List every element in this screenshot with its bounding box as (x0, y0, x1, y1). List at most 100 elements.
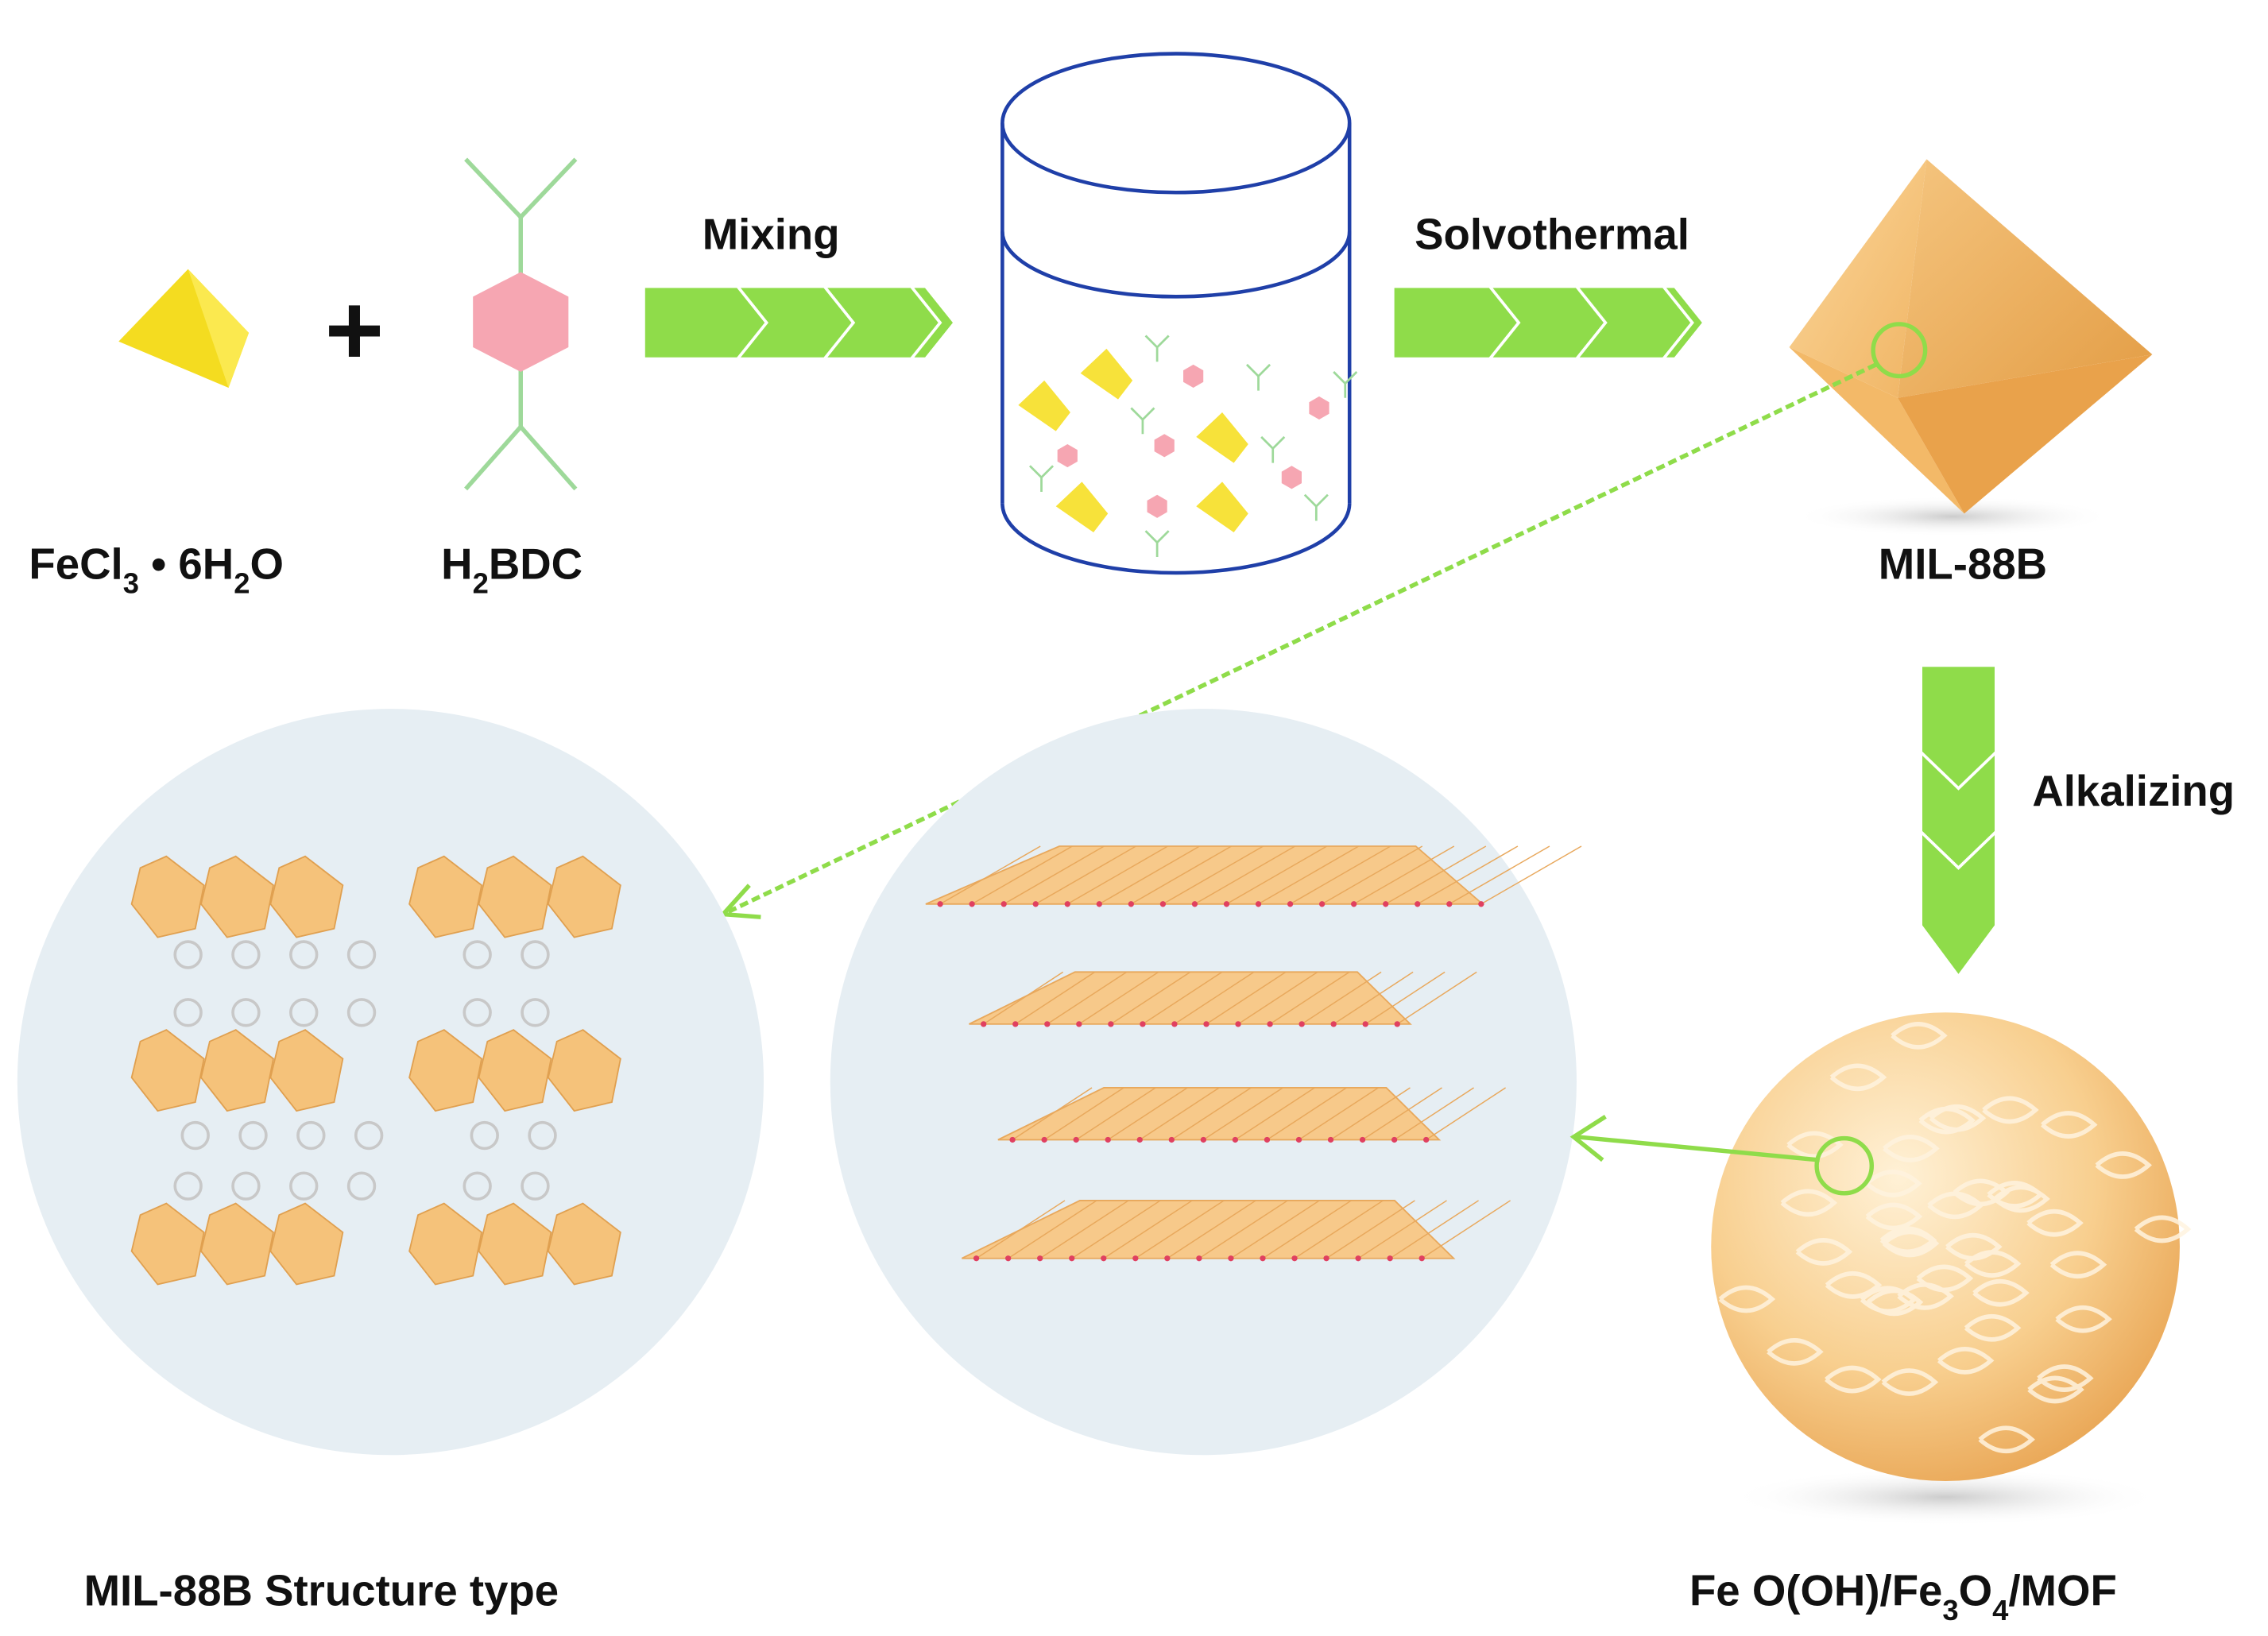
nanosheet-petal (1866, 1288, 1924, 1317)
alkalizing-arrow (1919, 663, 1998, 979)
sheet-edge (1333, 971, 1414, 1025)
sheet-edge (1357, 1200, 1447, 1259)
oxygen-atom (937, 901, 943, 907)
sheet-edge (1330, 1087, 1411, 1141)
sheet-edge (1194, 845, 1295, 905)
sheet-edge (1480, 845, 1582, 905)
oxygen-atom (1323, 1255, 1329, 1262)
oxygen-atom (1096, 901, 1102, 907)
sheet-edge (1353, 845, 1455, 905)
oxygen-atom (1076, 1021, 1082, 1027)
oxygen-atom (1383, 901, 1389, 907)
hydroxide-sheet (969, 971, 1412, 1025)
benzene-ring (463, 1171, 492, 1201)
nanosheet-petal (2041, 1111, 2098, 1139)
oxygen-atom (1128, 901, 1134, 907)
oxygen-atom (1478, 901, 1484, 907)
sheet-edge (939, 845, 1041, 905)
benzene-ring (231, 1171, 261, 1201)
hexagon-icon (1309, 396, 1329, 420)
sheet-edge (983, 971, 1064, 1025)
tetrahedron-icon (1055, 482, 1109, 533)
sheet-edge (1075, 1087, 1156, 1141)
linker-icon (1303, 493, 1329, 521)
nanosheet-petal (1964, 1314, 2022, 1342)
tetrahedron-icon (1196, 482, 1248, 533)
linker-icon (1333, 371, 1358, 398)
nanosheet-petal (1978, 1425, 2035, 1453)
sheet-edge (1396, 971, 1477, 1025)
nanosheet-petal (1972, 1279, 2030, 1307)
h2bdc-label: H2BDC (441, 540, 582, 599)
oxygen-atom (969, 901, 975, 907)
nanosheet-petal (1767, 1338, 1824, 1366)
oxygen-atom (1330, 1021, 1337, 1027)
sheet-edge (1167, 1200, 1256, 1259)
oxygen-atom (1159, 901, 1167, 907)
sheet-edge (1198, 1200, 1288, 1259)
sheet-edge (1206, 971, 1287, 1025)
benzene-ring (346, 940, 377, 969)
sheet-edge (976, 1200, 1066, 1259)
oxygen-atom (1196, 1255, 1202, 1262)
oxygen-atom (1415, 901, 1421, 907)
nanosheet-petal (1883, 1135, 1940, 1162)
nanosheet-petal (1865, 1170, 1922, 1197)
benzene-ring (470, 1120, 499, 1151)
nanosheet-petal (1780, 1189, 1838, 1216)
sheet-edge (1322, 845, 1423, 905)
nanosheet-petal (2095, 1151, 2152, 1179)
oxygen-atom (1009, 1136, 1016, 1143)
sheet-edge (1107, 1087, 1188, 1141)
sheet-edge (1235, 1087, 1315, 1141)
mil88b-structure-circle (17, 709, 764, 1456)
benzene-ring (346, 1171, 377, 1201)
benzene-ring (354, 1120, 384, 1151)
oxygen-atom (1394, 1021, 1400, 1027)
hexagon-icon (1147, 494, 1167, 518)
benzene-ring (289, 1171, 319, 1201)
sheet-edge (1110, 971, 1191, 1025)
oxygen-atom (1105, 1136, 1111, 1143)
layered-structure-circle (830, 709, 1577, 1456)
oxygen-atom (1255, 901, 1262, 907)
zoom-circle-mil88b (1871, 322, 1928, 379)
sheet-edge (1294, 1200, 1384, 1259)
benzene-ring (296, 1120, 326, 1151)
oxygen-atom (1012, 1021, 1019, 1027)
oxygen-atom (1108, 1021, 1114, 1027)
benzene-ring (231, 940, 261, 969)
nanosheet-petal (1881, 1368, 1939, 1396)
nanosheet-petal (1918, 1106, 1976, 1135)
sheet-edge (1047, 971, 1128, 1025)
nanosheet-petal (1825, 1365, 1882, 1394)
nanosheet-petal (2026, 1209, 2084, 1237)
sheet-edge (1226, 845, 1327, 905)
linker-icon (1144, 335, 1170, 362)
oxygen-atom (1359, 1136, 1366, 1143)
sheet-edge (1135, 1200, 1225, 1259)
nanosheet-petal (1795, 1238, 1853, 1266)
fe-octahedron (478, 855, 552, 938)
sheet-edge (1389, 1200, 1479, 1259)
alkalizing-label: Alkalizing (2032, 767, 2235, 815)
tetrahedron-icon (1018, 380, 1070, 431)
benzene-ring (521, 998, 550, 1027)
hexagon-icon (1281, 466, 1302, 489)
fe-octahedron (130, 1029, 205, 1112)
sheet-edge (1290, 845, 1391, 905)
plus-sign: + (325, 273, 384, 386)
nanosheet-petal (2134, 1215, 2192, 1243)
oxygen-atom (1200, 1136, 1207, 1143)
oxygen-atom (1423, 1136, 1430, 1143)
benzene-ring (238, 1120, 268, 1151)
nanosheet-petal (1786, 1131, 1844, 1158)
nanosheet-petal (2055, 1305, 2112, 1333)
sheet-edge (1071, 1200, 1161, 1259)
sheet-edge (1015, 971, 1096, 1025)
sheet-edge (1417, 845, 1519, 905)
mixing-label: Mixing (702, 210, 840, 258)
sheet-edge (1012, 1087, 1093, 1141)
linker-icon (1260, 435, 1286, 463)
